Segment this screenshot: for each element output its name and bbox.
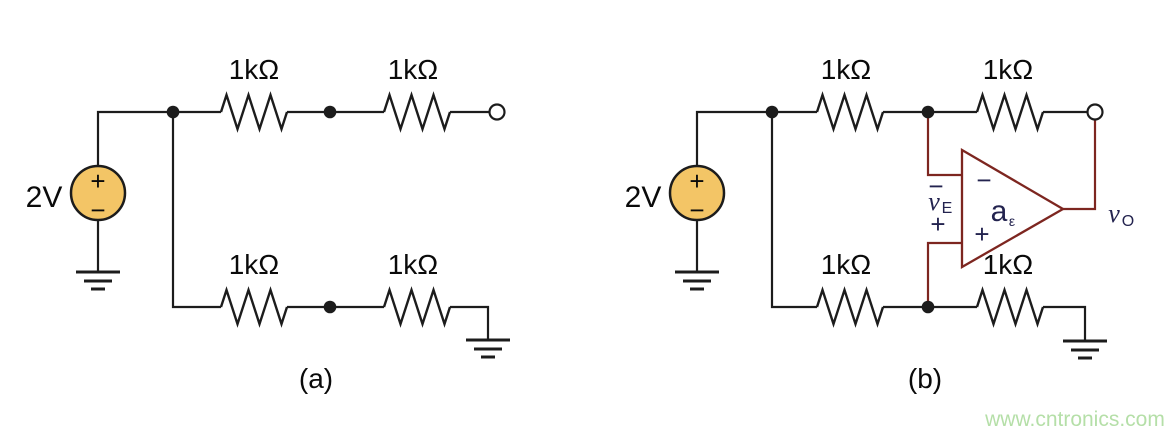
resistor-b-top-1 xyxy=(815,91,885,133)
node-dot-b-bottom-mid xyxy=(921,300,935,314)
caption-a: (a) xyxy=(299,363,333,394)
output-terminal-b xyxy=(1086,103,1104,121)
caption-b: (b) xyxy=(908,363,942,394)
wire-b-inverting-input xyxy=(926,112,962,177)
wire-a-riser-bottom xyxy=(171,112,221,309)
resistor-a-top-2 xyxy=(382,91,452,133)
voltage-source-b-plus-sign: + xyxy=(689,166,704,196)
resistor-b-top-2 xyxy=(975,91,1045,133)
output-voltage-subscript: O xyxy=(1122,213,1134,230)
node-dot-a-bottom-mid xyxy=(323,300,337,314)
resistor-b-bottom-1 xyxy=(815,286,885,328)
opamp-inverting-sign: − xyxy=(976,165,991,195)
error-voltage-polarity-bottom: + xyxy=(930,209,945,239)
resistor-label-b-bottom-2: 1kΩ xyxy=(983,249,1034,280)
output-terminal-a xyxy=(488,103,506,121)
voltage-source-a-minus-sign: − xyxy=(90,195,105,225)
opamp-noninverting-sign: + xyxy=(974,219,989,249)
resistor-a-top-1 xyxy=(219,91,289,133)
wire-b-source-to-top xyxy=(695,110,817,166)
wire-b-output xyxy=(1063,120,1097,211)
voltage-source-a: + − 2V xyxy=(26,164,127,225)
resistor-a-bottom-1 xyxy=(219,286,289,328)
voltage-source-a-value: 2V xyxy=(26,181,63,214)
circuit-a: 1kΩ 1kΩ 1kΩ 1kΩ + − 2V (a) xyxy=(26,54,510,394)
watermark: www.cntronics.com xyxy=(984,408,1165,431)
ground-symbol-a-right xyxy=(466,338,510,359)
ground-symbol-a-left xyxy=(76,270,120,291)
opamp: − + a ε xyxy=(960,147,1066,269)
node-dot-a-top-mid xyxy=(323,105,337,119)
error-voltage-polarity-top: − xyxy=(928,171,943,201)
ground-symbol-b-left xyxy=(675,270,719,291)
resistor-label-b-bottom-1: 1kΩ xyxy=(821,249,872,280)
voltage-source-b-value: 2V xyxy=(625,181,662,214)
resistor-a-bottom-2 xyxy=(382,286,452,328)
voltage-source-b-minus-sign: − xyxy=(689,195,704,225)
wire-b-noninverting-input xyxy=(926,241,962,307)
wire-a-source-to-top xyxy=(96,110,221,166)
wire-b-bottom-right xyxy=(1043,305,1087,341)
voltage-source-a-plus-sign: + xyxy=(90,166,105,196)
output-voltage-label: v O xyxy=(1108,199,1134,230)
opamp-gain-subscript: ε xyxy=(1009,213,1015,229)
opamp-gain-label: a xyxy=(991,195,1008,228)
node-dot-a-junction xyxy=(166,105,180,119)
ground-symbol-b-right xyxy=(1063,339,1107,360)
voltage-source-b: + − 2V xyxy=(625,164,726,225)
wire-a-bottom-right xyxy=(450,305,490,340)
error-voltage-label: − v E + xyxy=(928,171,952,239)
resistor-label-a-top-2: 1kΩ xyxy=(388,54,439,85)
error-voltage-subscript: E xyxy=(942,200,953,217)
resistor-label-a-top-1: 1kΩ xyxy=(229,54,280,85)
voltage-source-a-body xyxy=(69,164,127,222)
resistor-label-b-top-2: 1kΩ xyxy=(983,54,1034,85)
circuit-b: 1kΩ 1kΩ 1kΩ 1kΩ + − 2V − + a ε − v E + xyxy=(625,54,1135,394)
voltage-source-b-body xyxy=(668,164,726,222)
opamp-triangle xyxy=(960,147,1066,269)
resistor-b-bottom-2 xyxy=(975,286,1045,328)
resistor-label-a-bottom-1: 1kΩ xyxy=(229,249,280,280)
wire-b-riser-bottom xyxy=(770,112,817,309)
node-dot-b-top-mid xyxy=(921,105,935,119)
error-voltage-symbol: v xyxy=(928,187,940,216)
resistor-label-a-bottom-2: 1kΩ xyxy=(388,249,439,280)
output-voltage-symbol: v xyxy=(1108,199,1120,228)
resistor-label-b-top-1: 1kΩ xyxy=(821,54,872,85)
node-dot-b-junction xyxy=(765,105,779,119)
